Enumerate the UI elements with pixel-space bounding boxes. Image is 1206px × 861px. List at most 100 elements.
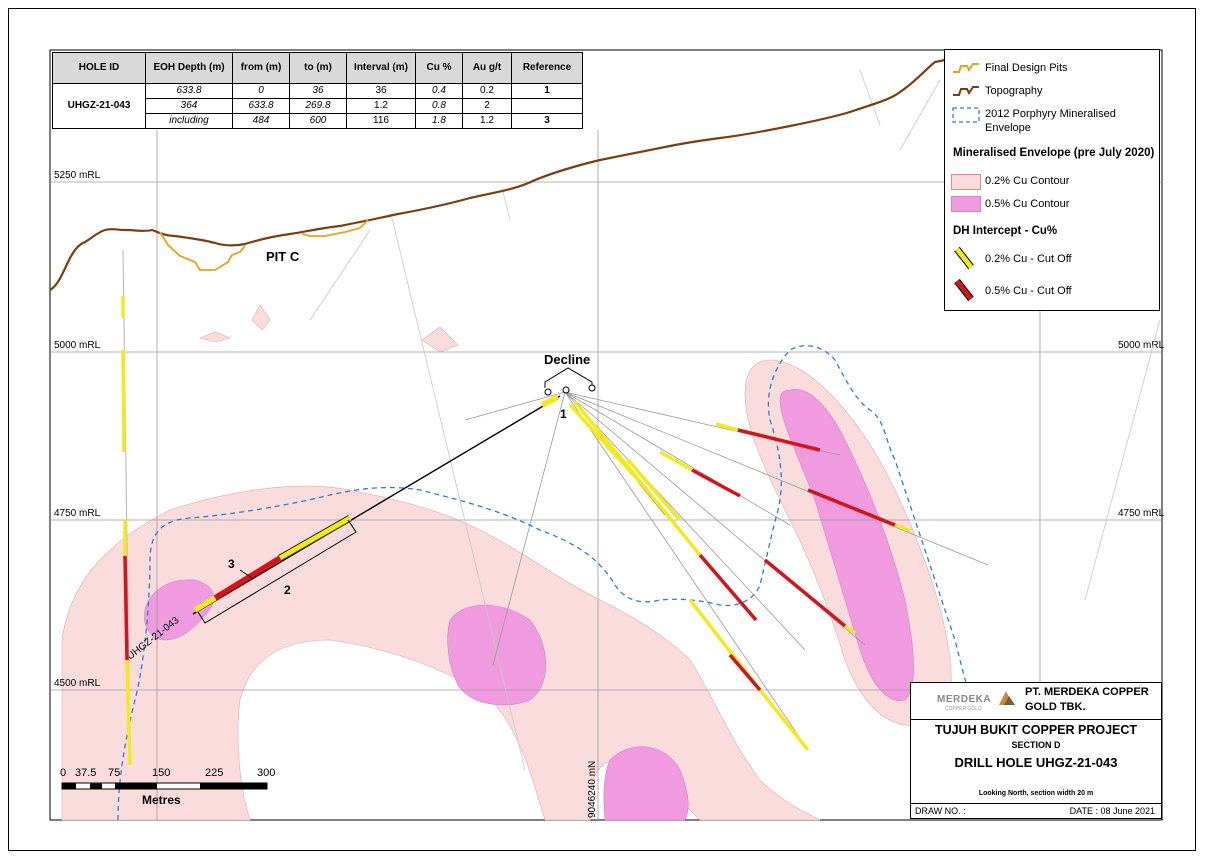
scale-unit: Metres <box>142 793 181 807</box>
cell-ref: 3 <box>511 113 583 129</box>
logo-subtext: COPPER GOLD <box>945 706 982 712</box>
legend-envelope-2012: 2012 Porphyry Mineralised <box>985 108 1116 120</box>
contour-02-small-2 <box>199 331 231 343</box>
legend-dh-header: DH Intercept - Cu% <box>953 225 1058 237</box>
west-hole-red <box>123 555 129 661</box>
contour-05-east <box>779 389 914 701</box>
company-name-line2: GOLD TBK. <box>1025 701 1086 713</box>
drill-hole-title: DRILL HOLE UHGZ-21-043 <box>954 755 1118 770</box>
col-cu: Cu % <box>415 52 463 84</box>
rl-4500-label: 4500 mRL <box>54 678 101 689</box>
cell-to: 269.8 <box>289 98 347 114</box>
merdeka-logo-icon <box>999 691 1015 705</box>
decline-node-3 <box>588 384 596 392</box>
west-hole-yellow-4 <box>125 659 132 766</box>
table-row: 364 633.8 269.8 1.2 0.8 2 <box>53 98 583 114</box>
map-legend: Final Design Pits Topography 2012 Porphy… <box>944 49 1160 311</box>
rl-4750-label-right: 4750 mRL <box>1118 508 1165 519</box>
cell-eoh: 633.8 <box>145 83 233 99</box>
legend-contour-05: 0.5% Cu Contour <box>985 198 1070 210</box>
cell-ref <box>511 98 583 114</box>
contour-05-centre <box>447 604 547 706</box>
interval-2-bracket <box>197 519 357 624</box>
cell-au: 1.2 <box>462 113 512 129</box>
project-title: TUJUH BUKIT COPPER PROJECT <box>934 723 1138 737</box>
drill-hole-trace <box>192 395 561 615</box>
cell-from: 0 <box>232 83 290 99</box>
contour-02-small-1 <box>251 304 271 331</box>
company-name-line1: PT. MERDEKA COPPER <box>1025 686 1149 698</box>
rl-5000-label-right: 5000 mRL <box>1118 340 1165 351</box>
legend-cutoff-05: 0.5% Cu - Cut Off <box>985 285 1072 297</box>
col-from: from (m) <box>232 52 290 84</box>
final-pits-icon <box>953 63 979 73</box>
pit-outline-east <box>301 219 369 237</box>
legend-min-env-header: Mineralised Envelope (pre July 2020) <box>953 147 1155 159</box>
rl-5000-label-left: 5000 mRL <box>54 340 101 351</box>
view-note: Looking North, section width 20 m <box>978 790 1094 797</box>
cell-to: 36 <box>289 83 347 99</box>
drawing-frame <box>8 8 1196 851</box>
col-reference: Reference <box>511 52 583 84</box>
col-hole-id: HOLE ID <box>52 52 146 84</box>
cell-au: 0.2 <box>462 83 512 99</box>
logo-text: MERDEKA <box>937 694 992 705</box>
cell-eoh: including <box>145 113 233 129</box>
scale-bar <box>61 782 268 790</box>
scale-tick-300: 300 <box>257 767 275 779</box>
draw-date: DATE : 08 June 2021 <box>1069 806 1155 816</box>
table-row: UHGZ-21-043 633.8 0 36 36 0.4 0.2 1 <box>52 83 583 129</box>
table-header-row: HOLE ID EOH Depth (m) from (m) to (m) In… <box>52 52 583 84</box>
cell-from: 633.8 <box>232 98 290 114</box>
topography-line <box>49 58 946 291</box>
fan-intercepts <box>568 400 911 752</box>
legend-cutoff-02: 0.2% Cu - Cut Off <box>985 253 1072 265</box>
decline-bracket <box>544 367 593 388</box>
title-block: MERDEKA COPPER GOLD PT. MERDEKA COPPER G… <box>910 682 1162 819</box>
contour-02-main <box>61 485 821 821</box>
cell-interval: 116 <box>346 113 416 129</box>
ref1-label: 1 <box>560 407 567 421</box>
topography-icon <box>953 86 979 96</box>
cell-cu: 0.4 <box>415 83 463 99</box>
scale-tick-75: 75 <box>108 767 120 779</box>
legend-final-pits: Final Design Pits <box>985 62 1068 74</box>
scale-tick-37: 37.5 <box>75 767 96 779</box>
col-au: Au g/t <box>462 52 512 84</box>
contour-05-south <box>603 746 689 821</box>
ref3-leader <box>239 569 253 579</box>
pit-outline-west <box>159 231 246 271</box>
col-to: to (m) <box>289 52 347 84</box>
intercept-red <box>213 555 282 601</box>
cell-interval: 36 <box>346 83 416 99</box>
decline-node-2 <box>562 386 570 394</box>
intercept-table: HOLE ID EOH Depth (m) from (m) to (m) In… <box>52 52 583 129</box>
intercept-yellow-upper-fill <box>278 515 352 561</box>
scale-tick-150: 150 <box>152 767 170 779</box>
rl-5250-label: 5250 mRL <box>54 170 101 181</box>
intercept-ref1 <box>540 394 560 408</box>
cell-to: 600 <box>289 113 347 129</box>
section-title: SECTION D <box>1011 740 1061 750</box>
cell-au: 2 <box>462 98 512 114</box>
ref3-label: 3 <box>228 557 235 571</box>
intercept-yellow-lower <box>193 595 217 613</box>
decline-node-1 <box>544 388 552 396</box>
col-interval: Interval (m) <box>346 52 416 84</box>
cell-interval: 1.2 <box>346 98 416 114</box>
legend-topography: Topography <box>985 85 1043 97</box>
envelope-2012 <box>117 345 969 821</box>
legend-envelope-2012-line2: Envelope <box>985 122 1031 134</box>
col-eoh-depth: EOH Depth (m) <box>145 52 233 84</box>
table-row: including 484 600 116 1.8 1.2 3 <box>53 113 583 129</box>
cell-hole-id: UHGZ-21-043 <box>52 83 146 129</box>
scale-tick-0: 0 <box>60 767 66 779</box>
ref2-label: 2 <box>284 583 291 597</box>
northing-label: 9046240 mN <box>587 761 598 818</box>
cell-cu: 0.8 <box>415 98 463 114</box>
logo-area: MERDEKA COPPER GOLD PT. MERDEKA COPPER G… <box>911 683 1161 720</box>
rl-4750-label-left: 4750 mRL <box>54 508 101 519</box>
cell-eoh: 364 <box>145 98 233 114</box>
pit-c-label: PIT C <box>266 249 300 264</box>
